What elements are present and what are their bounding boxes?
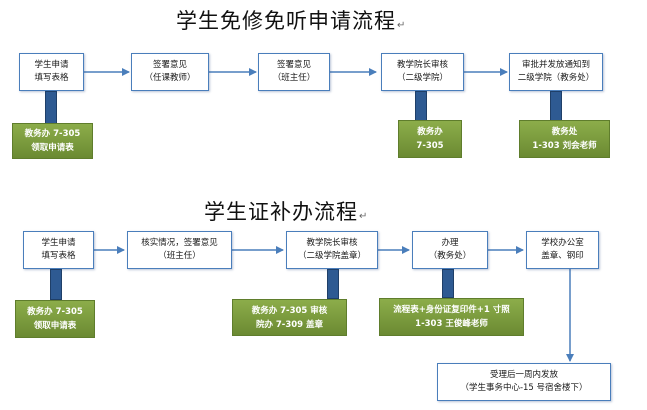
note-line: 1-303 刘会老师 [532, 141, 597, 151]
step-line: 填写表格 [41, 251, 76, 261]
note-line: 教务办 7-305 [24, 129, 81, 139]
note-line: 7-305 [416, 141, 444, 151]
flow1-title: 学生免修免听申请流程↵ [176, 9, 407, 33]
flow1-step-teacher: 签署意见 （任课教师） [131, 53, 209, 91]
flow2-step-school-office: 学校办公室 盖章、钢印 [526, 231, 599, 269]
step-line: 签署意见 [152, 60, 187, 70]
note-line: 流程表+身份证复印件+1 寸照 [393, 305, 510, 315]
step-line: 教学院长审核 [396, 60, 448, 70]
step-line: 学生申请 [41, 238, 76, 248]
note-line: 教务处 [551, 127, 578, 137]
flow1-connector-2 [415, 91, 427, 121]
flow2-connector-1 [50, 269, 62, 300]
step-line: 二级学院（教务处） [517, 73, 595, 83]
step-line: （学生事务中心-15 号宿舍楼下） [460, 383, 588, 393]
step-line: 教学院长审核 [306, 238, 358, 248]
step-line: 学生申请 [34, 60, 69, 70]
flow2-connector-2 [327, 269, 339, 299]
flow2-step-process: 办理 （教务处） [412, 231, 488, 269]
note-line: 院办 7-309 盖章 [255, 319, 324, 330]
step-line: （任课教师） [144, 73, 196, 83]
flow2-step-verify: 核实情况，签署意见 （班主任） [127, 231, 232, 269]
step-line: 填写表格 [34, 73, 69, 83]
flow1-step-apply: 学生申请 填写表格 [19, 53, 84, 91]
flow1-step-class-teacher: 签署意见 （班主任） [258, 53, 330, 91]
step-line: 审批并发放通知到 [521, 60, 590, 70]
step-line: 学校办公室 [541, 238, 584, 248]
step-line: 盖章、钢印 [541, 251, 584, 261]
note-line: 领取申请表 [33, 321, 77, 331]
flow2-step-apply: 学生申请 填写表格 [23, 231, 94, 269]
flow1-step-approve: 审批并发放通知到 二级学院（教务处） [509, 53, 603, 91]
note-line: 领取申请表 [31, 143, 74, 153]
step-line: （班主任） [158, 251, 201, 261]
flow2-title: 学生证补办流程↵ [204, 200, 369, 224]
step-line: （二级学院） [396, 73, 448, 83]
note-line: 1-303 王俊峰老师 [415, 319, 488, 329]
flow2-note-review-stamp: 教务办 7-305 审核 院办 7-309 盖章 [232, 299, 347, 336]
flow1-note-academic-affairs: 教务处 1-303 刘会老师 [519, 120, 610, 158]
step-line: （班主任） [272, 73, 316, 83]
step-line: （教务处） [428, 251, 472, 261]
flow1-connector-3 [550, 91, 562, 121]
step-line: 受理后一周内发放 [489, 370, 558, 380]
note-line: 教务办 7-305 [27, 307, 83, 317]
flow1-note-pickup-form: 教务办 7-305 领取申请表 [12, 123, 93, 159]
flow1-connector-1 [45, 91, 57, 124]
note-line: 教务办 7-305 审核 [251, 305, 328, 316]
step-line: 签署意见 [276, 60, 311, 70]
flow1-note-office: 教务办 7-305 [398, 120, 462, 158]
note-line: 教务办 [417, 127, 443, 137]
step-line: 核实情况，签署意见 [141, 238, 218, 248]
flow1-step-dean: 教学院长审核 （二级学院） [381, 53, 464, 91]
flow2-step-issue: 受理后一周内发放 （学生事务中心-15 号宿舍楼下） [437, 363, 611, 401]
flow2-note-pickup-form: 教务办 7-305 领取申请表 [15, 300, 95, 338]
step-line: （二级学院盖章） [297, 251, 366, 261]
flow2-note-materials: 流程表+身份证复印件+1 寸照 1-303 王俊峰老师 [379, 298, 524, 336]
flow2-step-dean: 教学院长审核 （二级学院盖章） [286, 231, 378, 269]
flow2-connector-3 [442, 269, 454, 298]
step-line: 办理 [441, 238, 459, 248]
